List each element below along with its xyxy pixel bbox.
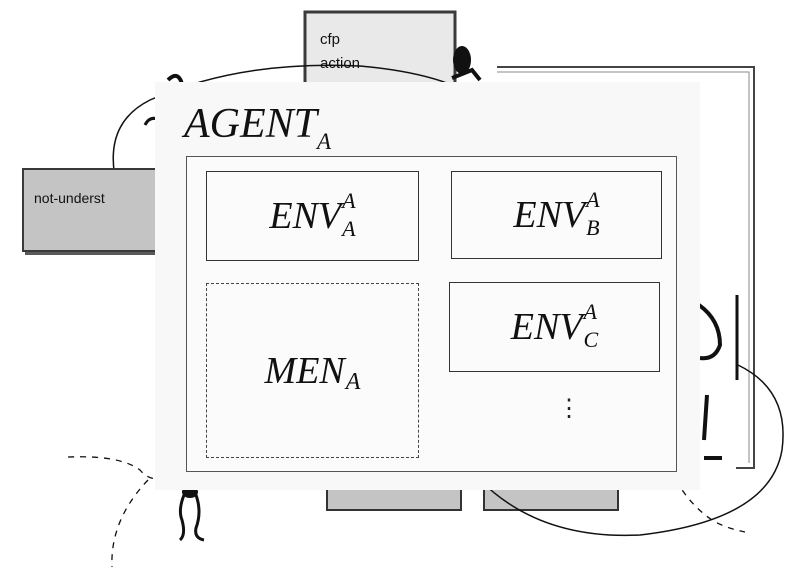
env-c-superscript: A <box>584 301 599 323</box>
env-b-subscript: B <box>586 217 599 239</box>
env-c-subscript: C <box>584 329 599 351</box>
env-a-base: ENV <box>269 194 341 238</box>
env-a-superscript: A <box>342 190 355 212</box>
env-a-subscript: A <box>342 218 355 240</box>
agent-title-subscript: A <box>317 129 331 154</box>
agent-title: AGENTA <box>184 100 331 148</box>
env-c-base: ENV <box>511 305 583 349</box>
env-b-base: ENV <box>513 193 585 237</box>
figure-legs-bottom <box>180 495 204 540</box>
cfp-label: cfp <box>320 31 340 49</box>
figure-right-leg <box>704 395 722 458</box>
env-b-superscript: A <box>586 189 599 211</box>
men-a-subscript: A <box>346 369 361 396</box>
action-label: action <box>320 55 360 73</box>
more-environments-ellipsis: ⋮ <box>557 405 567 413</box>
not-understood-label: not-underst <box>34 189 105 207</box>
men-a-base: MEN <box>265 349 345 393</box>
agent-title-main: AGENT <box>184 101 317 147</box>
not-understood-box: not-underst <box>22 168 162 252</box>
figure-right-shape <box>699 305 720 358</box>
dashed-curve-left <box>68 457 165 567</box>
